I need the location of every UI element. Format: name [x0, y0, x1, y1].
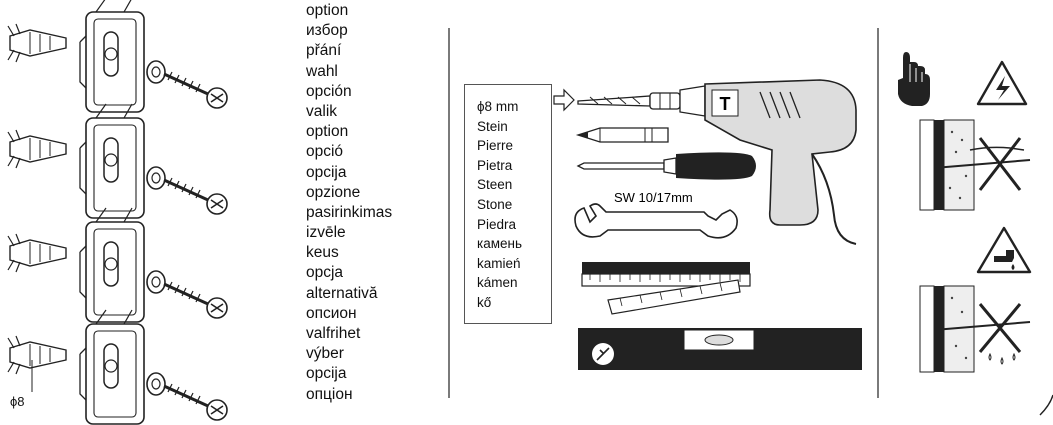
material-item: Piedra — [477, 216, 517, 232]
mounting-steps — [6, 0, 229, 425]
option-word: opcija — [306, 365, 347, 383]
wrench-size-label: SW 10/17mm — [614, 190, 693, 205]
option-word: опціон — [306, 385, 353, 403]
option-word-list: option избор přání wahl opción valik opt… — [306, 1, 392, 405]
material-item: kamień — [477, 255, 521, 271]
option-word: pasirinkimas — [306, 203, 393, 221]
screwdriver-icon — [576, 152, 756, 180]
option-word: option — [306, 123, 349, 141]
material-item: Steen — [477, 177, 513, 193]
option-word: опсион — [306, 304, 357, 322]
option-word: keus — [306, 244, 339, 262]
pencil-icon — [575, 127, 669, 143]
option-word: valik — [306, 102, 338, 120]
option-word: valfrihet — [306, 325, 361, 342]
folding-ruler-icon — [581, 262, 751, 315]
water-hazard-icon — [976, 226, 1032, 274]
option-word: opzione — [306, 183, 361, 201]
electrical-hazard-icon — [976, 60, 1028, 106]
wall-with-cable-diagram — [919, 119, 1031, 211]
material-item: Stein — [477, 118, 508, 134]
spirit-level-icon — [578, 328, 862, 370]
option-word: izvēle — [306, 224, 346, 242]
option-word: option — [306, 2, 349, 19]
option-word: opció — [306, 143, 344, 161]
option-word: opcija — [306, 163, 347, 181]
tools: T SW 10/17mm — [553, 79, 862, 370]
corner-curl — [1039, 394, 1053, 416]
drill-brand-letter: T — [720, 94, 731, 114]
option-word: alternativă — [306, 284, 378, 302]
option-word: výber — [306, 345, 344, 363]
material-item: Stone — [477, 196, 513, 212]
material-item: камень — [477, 236, 522, 252]
option-word: wahl — [306, 62, 338, 80]
attention-hand-icon — [898, 52, 930, 106]
drill-bit-size-label: ϕ8 — [10, 394, 25, 409]
material-item: ϕ8 mm — [477, 99, 519, 114]
material-item: Pierre — [477, 138, 514, 154]
material-item: kámen — [477, 275, 518, 291]
option-word: přání — [306, 42, 342, 60]
materials-box: ϕ8 mm Stein Pierre Pietra Steen Stone Pi… — [464, 84, 552, 324]
option-word: opcja — [306, 264, 344, 282]
material-item: Pietra — [477, 157, 513, 173]
arrow-icon — [553, 88, 575, 112]
option-word: opción — [306, 82, 352, 100]
wall-with-pipe-diagram — [919, 285, 1031, 373]
wrench-icon — [574, 203, 738, 239]
drill-icon — [577, 79, 857, 245]
material-item: kő — [477, 294, 492, 310]
option-word: избор — [306, 22, 348, 40]
